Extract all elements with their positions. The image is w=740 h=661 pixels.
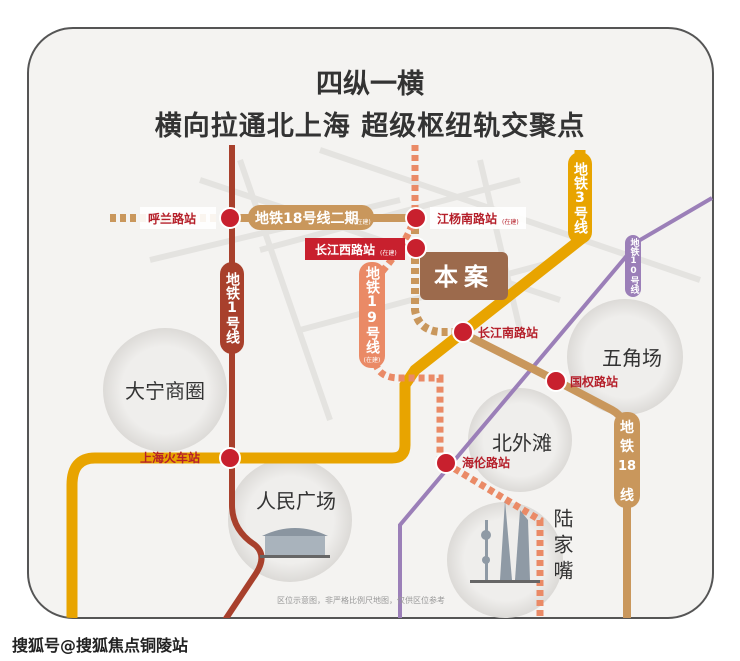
line-19 [371, 145, 544, 618]
line-label-10-text: 地铁10号线 [628, 238, 639, 294]
area-circle-daning [103, 328, 227, 452]
landmark-lujiazui-illustration [470, 500, 540, 583]
interchange-icon [405, 207, 427, 229]
landmark-renmin-illustration [260, 528, 330, 558]
svg-text:(在建): (在建) [354, 218, 371, 226]
area-labels: 大宁商圈 人民广场 北外滩 五角场 [125, 346, 662, 513]
line-label-19-status: (在建) [363, 357, 381, 364]
area-label-lujiazui: 陆家嘴 [550, 508, 574, 586]
svg-text:本案: 本案 [434, 263, 494, 291]
svg-text:(在建): (在建) [502, 218, 519, 226]
watermark: 搜狐号@搜狐焦点铜陵站 [12, 636, 189, 655]
interchange-icon [219, 207, 241, 229]
line-label-18-phase2: 地铁18号线二期 (在建) [248, 205, 374, 230]
interchange-icon [219, 447, 241, 469]
svg-text:五角场: 五角场 [602, 346, 662, 370]
line-label-3-text: 地铁3号线 [572, 162, 588, 234]
project-marker: 本案 [420, 252, 508, 300]
svg-text:人民广场: 人民广场 [256, 489, 336, 513]
line-label-3: 地铁3号线 [568, 152, 592, 244]
svg-text:海伦路站: 海伦路站 [462, 455, 510, 470]
svg-text:地: 地 [620, 419, 634, 436]
svg-text:地铁18号线二期: 地铁18号线二期 [255, 210, 358, 227]
svg-text:线: 线 [620, 487, 634, 504]
line-3 [66, 150, 586, 618]
svg-text:大宁商圈: 大宁商圈 [125, 379, 205, 403]
station-labels: 呼兰路站 江杨南路站 (在建) 长江西路站 (在建) 长江南路站 国权路站 上海… [140, 207, 618, 470]
svg-text:铁: 铁 [620, 438, 634, 455]
svg-text:长江西路站: 长江西路站 [315, 242, 375, 257]
title-line1: 四纵一横 [316, 69, 424, 100]
line-label-1: 地铁1号线 [220, 262, 244, 354]
interchange-icons [219, 207, 567, 474]
line-label-1-text: 地铁1号线 [224, 272, 240, 344]
svg-text:(在建): (在建) [380, 249, 397, 257]
area-circle-renmin [228, 458, 352, 582]
svg-text:北外滩: 北外滩 [492, 431, 552, 455]
line-18-construction [411, 218, 460, 336]
svg-text:呼兰路站: 呼兰路站 [148, 211, 196, 226]
interchange-icon [545, 370, 567, 392]
line-10 [398, 196, 713, 618]
svg-text:国权路站: 国权路站 [570, 374, 618, 389]
title-line2: 横向拉通北上海 超级枢纽轨交聚点 [154, 111, 586, 142]
svg-text:江杨南路站: 江杨南路站 [437, 211, 497, 226]
interchange-icon [452, 321, 474, 343]
svg-text:长江南路站: 长江南路站 [478, 325, 538, 340]
disclaimer: 区位示意图，非严格比例尺地图，仅供区位参考 [277, 596, 445, 605]
area-circle-wujiaochang [567, 299, 683, 415]
svg-text:18: 18 [618, 459, 636, 474]
interchange-icon [435, 452, 457, 474]
line-1 [222, 145, 265, 618]
svg-text:上海火车站: 上海火车站 [140, 450, 200, 465]
line-label-19-text: 地铁19号线 [364, 266, 380, 354]
line-label-19: 地铁19号线 (在建) [359, 262, 385, 368]
line-label-18: 地 铁 18 线 [614, 412, 640, 508]
line-label-10: 地铁10号线 [625, 235, 641, 297]
metro-logo-icon [405, 237, 427, 259]
